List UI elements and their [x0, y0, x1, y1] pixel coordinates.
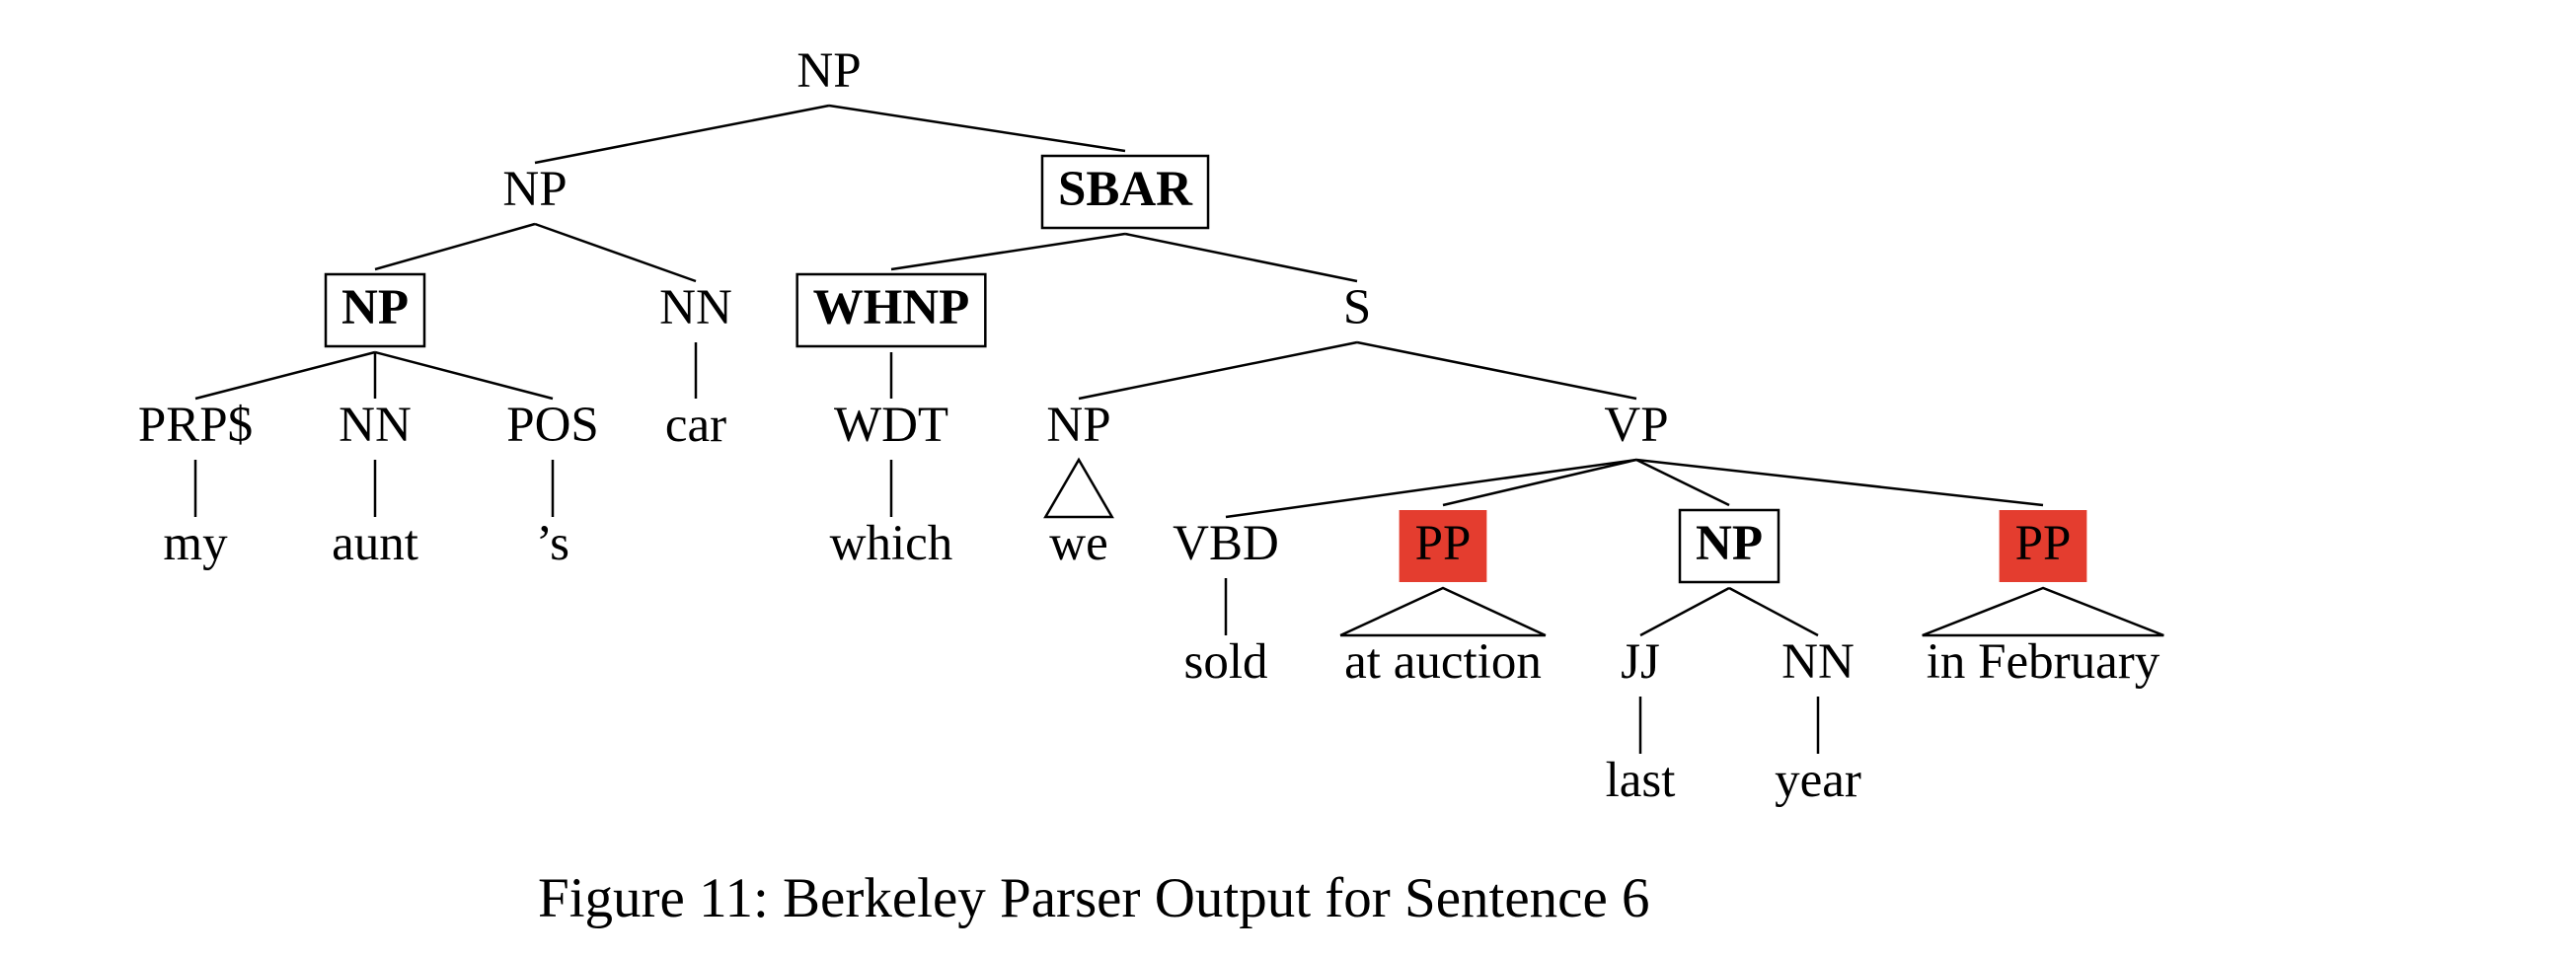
node-label: NP: [341, 280, 409, 335]
node-label: NN: [659, 280, 732, 335]
tree-node-my: my: [163, 516, 228, 571]
tree-node-nn-year: NN: [1781, 634, 1855, 690]
node-label: sold: [1183, 634, 1267, 690]
tree-node-aunt: aunt: [332, 516, 418, 571]
tree-edge: [1728, 586, 1819, 637]
tree-node-car: car: [665, 398, 726, 453]
tree-edge: [828, 104, 1126, 153]
tree-nodes: NP NP SBAR NP NN WHNP S PRP$ NN POS car WDT NP VP my au…: [138, 43, 2160, 808]
tree-node-s: S: [1343, 280, 1371, 335]
node-label: NN: [339, 398, 412, 453]
label-frame: [1040, 154, 1210, 230]
tree-node-pp2: PP: [1999, 510, 2087, 582]
highlight-box: [1999, 510, 2087, 582]
tree-node-wdt: WDT: [834, 398, 948, 453]
tree-edge: [1635, 458, 1730, 507]
tree-edge: [1639, 586, 1730, 637]
figure-caption: Figure 11: Berkeley Parser Output for Se…: [538, 867, 1650, 929]
label-frame: [1678, 508, 1780, 584]
tree-edge: [890, 232, 1126, 271]
node-label: WHNP: [813, 280, 970, 335]
node-label: aunt: [332, 516, 418, 571]
tree-node-we: we: [1049, 516, 1107, 571]
node-label: car: [665, 398, 726, 453]
tree-node-last: last: [1606, 753, 1676, 808]
tree-edge: [534, 104, 830, 165]
tree-node-year: year: [1775, 753, 1861, 808]
tree-edge: [194, 350, 376, 401]
node-label: VBD: [1173, 516, 1279, 571]
tree-edge: [1442, 458, 1637, 507]
tree-node-which: which: [830, 516, 953, 571]
parse-tree: NP NP SBAR NP NN WHNP S PRP$ NN POS car WDT NP VP my au…: [138, 43, 2164, 808]
node-label: NP: [502, 162, 567, 217]
tree-triangles: [1043, 457, 2164, 637]
node-label: S: [1343, 280, 1371, 335]
tree-node-prp: PRP$: [138, 398, 253, 453]
tree-node-nn-aunt: NN: [339, 398, 412, 453]
collapse-triangle: [1339, 586, 1547, 637]
node-label: my: [163, 516, 228, 571]
node-label: which: [830, 516, 953, 571]
node-label: POS: [506, 398, 599, 453]
node-label: PRP$: [138, 398, 253, 453]
tree-edge: [534, 222, 697, 283]
tree-node-in-february: in February: [1927, 634, 2160, 690]
node-label: VP: [1604, 398, 1668, 453]
collapse-triangle: [1922, 586, 2164, 637]
tree-node-nn-car: NN: [659, 280, 732, 335]
node-label: NP: [796, 43, 861, 99]
tree-node-pos: POS: [506, 398, 599, 453]
node-label: in February: [1927, 634, 2160, 690]
highlight-box: [1399, 510, 1487, 582]
node-label: PP: [1415, 516, 1472, 571]
collapse-triangle: [1043, 457, 1114, 519]
tree-edge: [1635, 458, 2044, 507]
tree-node-vp: VP: [1604, 398, 1668, 453]
tree-edge: [1124, 232, 1358, 283]
tree-edge: [1078, 340, 1358, 401]
node-label: at auction: [1344, 634, 1542, 690]
node-label: PP: [2015, 516, 2072, 571]
node-label: JJ: [1621, 634, 1660, 690]
node-label: WDT: [834, 398, 948, 453]
tree-node-poss-s: ’s: [536, 516, 569, 571]
node-label: SBAR: [1058, 162, 1193, 217]
node-label: NP: [1696, 516, 1763, 571]
node-label: we: [1049, 516, 1107, 571]
tree-node-whnp: WHNP: [796, 272, 987, 348]
tree-node-vbd: VBD: [1173, 516, 1279, 571]
tree-node-at-auction: at auction: [1344, 634, 1542, 690]
tree-node-np-root: NP: [796, 43, 861, 99]
tree-node-sbar: SBAR: [1040, 154, 1210, 230]
tree-edge: [374, 350, 554, 401]
tree-node-np-ly: NP: [1678, 508, 1780, 584]
tree-edge: [374, 222, 536, 271]
tree-node-np-we: NP: [1046, 398, 1110, 453]
node-label: NN: [1781, 634, 1855, 690]
tree-edge: [1225, 458, 1637, 519]
node-label: year: [1775, 753, 1861, 808]
node-label: last: [1606, 753, 1676, 808]
node-label: ’s: [536, 516, 569, 571]
label-frame: [324, 272, 426, 348]
tree-node-jj: JJ: [1621, 634, 1660, 690]
tree-node-pp1: PP: [1399, 510, 1487, 582]
tree-node-np-poss: NP: [324, 272, 426, 348]
tree-node-sold: sold: [1183, 634, 1267, 690]
tree-node-np-l: NP: [502, 162, 567, 217]
label-frame: [796, 272, 987, 348]
tree-edge: [1356, 340, 1637, 401]
node-label: NP: [1046, 398, 1110, 453]
tree-edges: [193, 104, 2044, 754]
